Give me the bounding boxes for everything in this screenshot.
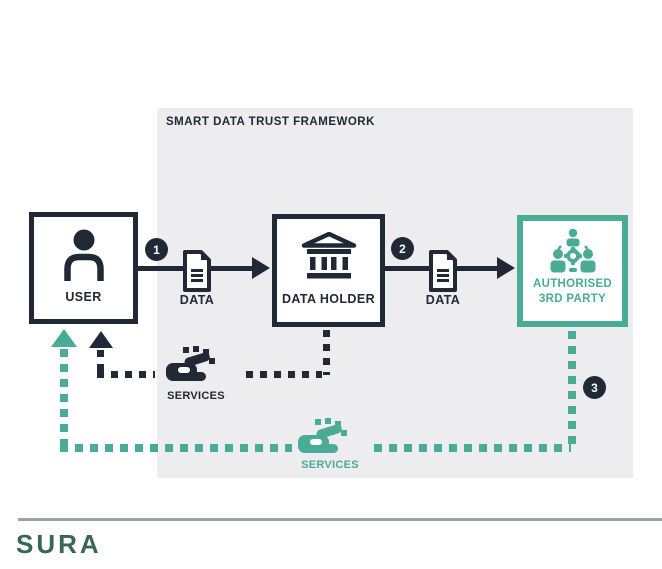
authorised-3rd-party-label: AUTHORISED 3RD PARTY [533, 277, 612, 307]
authorised-3rd-party-label-line2: 3RD PARTY [538, 292, 607, 305]
services-dark-hand-icon [166, 346, 215, 381]
person-icon [63, 229, 104, 281]
authorised-3rd-party-box: AUTHORISED 3RD PARTY [517, 215, 628, 327]
authorised-3rd-party-label-line1: AUTHORISED [532, 278, 613, 290]
footer-separator [18, 518, 662, 521]
services-teal-hline-left [60, 444, 292, 452]
document-icon-2 [429, 250, 457, 292]
sura-logo: SURA [16, 529, 102, 559]
data-label-2: DATA [425, 293, 461, 307]
services-teal-hand-icon [298, 418, 347, 453]
services-dark-vline-user [97, 350, 104, 375]
bank-icon [301, 232, 356, 279]
services-dark-label: SERVICES [167, 390, 225, 402]
services-teal-vline-3rdparty [568, 331, 576, 448]
dataholder-box: DATA HOLDER [272, 214, 385, 327]
services-teal-arrowhead-to-user [51, 329, 77, 347]
services-dark-arrowhead-to-user [89, 331, 113, 348]
services-dark-hline-left [97, 371, 155, 378]
step1-badge: 1 [145, 238, 168, 261]
arrow-dataholder-to-3rdparty-head [497, 257, 515, 279]
dataholder-label: DATA HOLDER [281, 292, 376, 306]
user-label: USER [65, 290, 102, 304]
document-icon-1 [183, 250, 211, 292]
services-teal-hline-right [374, 444, 571, 452]
services-teal-vline-user [60, 349, 68, 445]
data-label-1: DATA [179, 293, 215, 307]
services-dark-hline-right [246, 371, 322, 378]
services-teal-label: SERVICES [301, 459, 359, 471]
team-gear-icon [550, 228, 595, 273]
services-dark-vline-dataholder [323, 330, 330, 375]
arrow-user-to-dataholder-head [252, 257, 270, 279]
user-box: USER [29, 212, 138, 324]
framework-title: SMART DATA TRUST FRAMEWORK [166, 116, 375, 128]
step3-badge: 3 [583, 376, 606, 399]
step2-badge: 2 [391, 237, 414, 260]
